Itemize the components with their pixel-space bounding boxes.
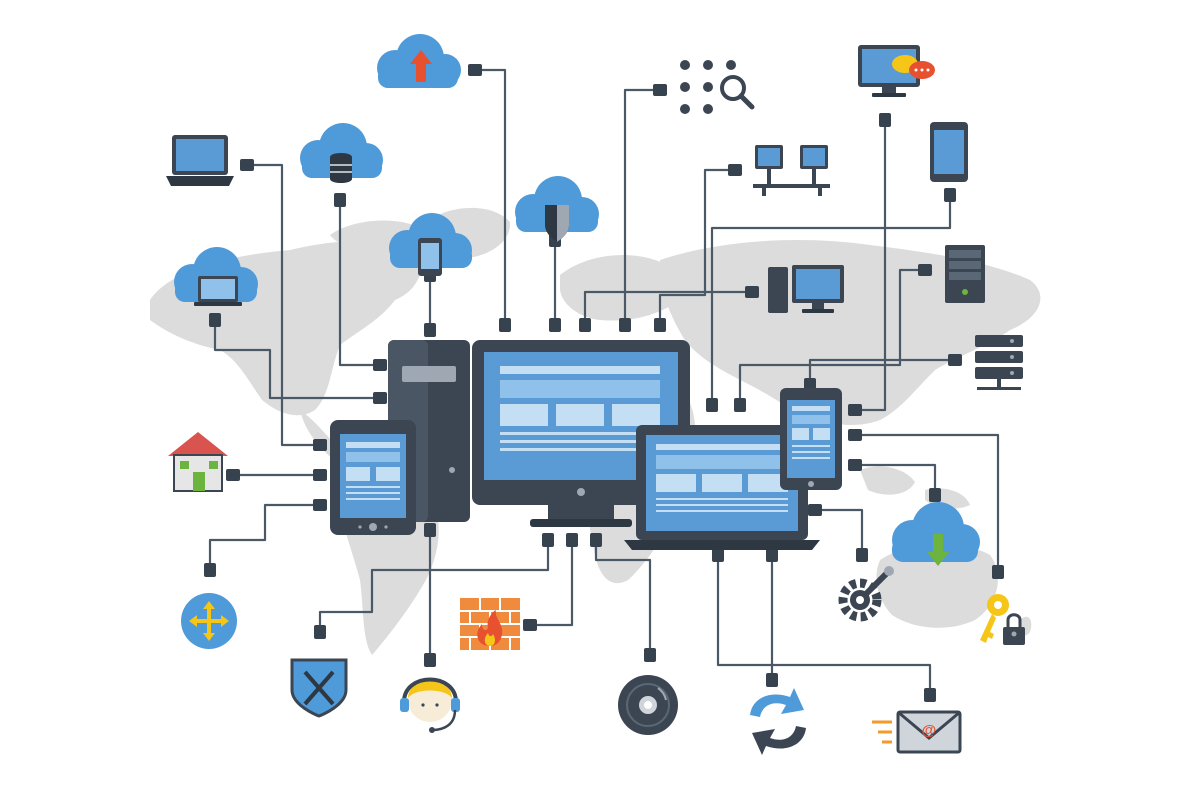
tablet [330, 420, 416, 535]
mobile-phone-icon [930, 122, 968, 182]
cable-plug [808, 504, 822, 516]
cable-plug [373, 392, 387, 404]
cable-plug [992, 565, 1004, 579]
cable-plug [314, 625, 326, 639]
firewall-icon [460, 598, 520, 650]
cable-plug [644, 648, 656, 662]
cable-plug [566, 533, 578, 547]
cloud-laptop-icon [174, 247, 258, 306]
cable-plug [734, 398, 746, 412]
cable-plug [240, 159, 254, 171]
video-chat-monitor-icon [858, 45, 935, 97]
cable-plug [929, 488, 941, 502]
cable-plug [879, 113, 891, 127]
cable-plug [424, 323, 436, 337]
cable-plug [468, 64, 482, 76]
disc-icon [618, 675, 678, 735]
email-at-symbol: @ [922, 722, 937, 739]
cloud-download-icon [892, 502, 980, 566]
cable-plug [918, 264, 932, 276]
cable-plug [523, 619, 537, 631]
cable-plug [424, 523, 436, 537]
cable-plug [226, 469, 240, 481]
cable-plug [313, 499, 327, 511]
cloud-shield-icon [515, 176, 599, 242]
cable-plug [924, 688, 936, 702]
cables [208, 68, 1000, 695]
cable-plug [542, 533, 554, 547]
desktop-monitor [472, 340, 690, 527]
server-rack-icon [945, 245, 985, 303]
cable-plug [728, 164, 742, 176]
laptop [624, 425, 820, 550]
cable-plug [590, 533, 602, 547]
cloud-upload-icon [377, 34, 461, 88]
cable-plug [204, 563, 216, 577]
house-icon [168, 432, 228, 492]
cable-plug [766, 548, 778, 562]
sync-arrows-icon [750, 688, 806, 755]
cable-plug [706, 398, 718, 412]
cable-plug [373, 359, 387, 371]
dot-grid-search-icon [680, 60, 755, 114]
cable-plug [948, 354, 962, 366]
laptop-icon [166, 135, 234, 186]
key-lock-icon [980, 594, 1025, 645]
cable-plug [334, 193, 346, 207]
cable-plug [848, 404, 862, 416]
cable-plug [549, 318, 561, 332]
cable-plug [209, 313, 221, 327]
cable-plug [712, 548, 724, 562]
cloud-phone-icon [389, 213, 472, 276]
cable-plug [313, 469, 327, 481]
networked-computers-icon [753, 145, 830, 196]
email-icon: @ [872, 710, 962, 754]
support-headset-icon [400, 677, 460, 733]
cable-plug [653, 84, 667, 96]
security-shield-icon [290, 658, 348, 718]
cable-plug [499, 318, 511, 332]
cable-plug [944, 188, 956, 202]
settings-tools-icon [838, 566, 894, 622]
cable-plug [745, 286, 759, 298]
smartphone [780, 388, 842, 490]
server-stack-icon [975, 335, 1023, 390]
cable-plug [848, 459, 862, 471]
cable-plug [619, 318, 631, 332]
cable-plug [424, 653, 436, 667]
cable-plug [766, 673, 778, 687]
cable-plug [313, 439, 327, 451]
desktop-computer-icon [768, 265, 844, 313]
cloud-database-icon [300, 123, 383, 183]
cable-plug [848, 429, 862, 441]
cable-plug [579, 318, 591, 332]
router-icon [181, 593, 237, 649]
cable-plug [856, 548, 868, 562]
cable-plug [654, 318, 666, 332]
